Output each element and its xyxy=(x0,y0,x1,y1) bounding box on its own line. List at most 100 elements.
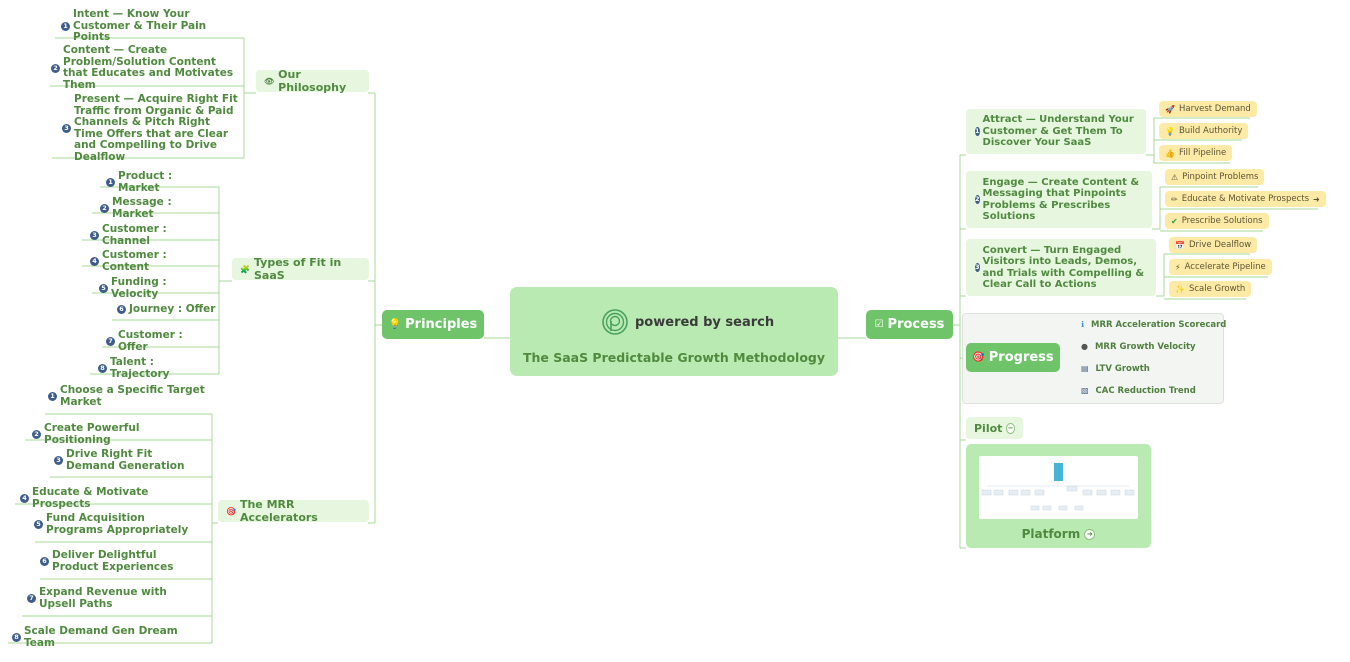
fit-item-text: Journey : Offer xyxy=(129,303,216,315)
process-node[interactable]: ☑ Process xyxy=(866,310,953,339)
fit-item-text: Funding : Velocity xyxy=(111,276,167,300)
progress-item[interactable]: ▤ LTV Growth xyxy=(1081,364,1150,374)
stage-attract[interactable]: 1 Attract — Understand Your Customer & G… xyxy=(966,109,1146,154)
tag-educate-motivate[interactable]: ✏ Educate & Motivate Prospects ➜ xyxy=(1165,191,1326,207)
thumbs-up-icon: 👍 xyxy=(1165,148,1175,158)
principles-node[interactable]: 💡 Principles xyxy=(382,310,484,339)
number-badge: 3 xyxy=(62,124,71,133)
mrr-item-text: Choose a Specific Target Market xyxy=(60,384,205,408)
tag-drive-dealflow[interactable]: 📅 Drive Dealflow xyxy=(1169,237,1258,253)
philosophy-item-text: Intent — Know Your Customer & Their Pain… xyxy=(73,8,207,43)
fit-item[interactable]: 4 Customer : Content xyxy=(90,249,216,273)
progress-item[interactable]: ▧ CAC Reduction Trend xyxy=(1081,386,1196,396)
fit-item-text: Customer : Offer xyxy=(118,329,183,353)
mrr-item-text: Scale Demand Gen Dream Team xyxy=(24,625,178,649)
our-philosophy-node[interactable]: 👁 Our Philosophy xyxy=(256,68,369,94)
tag-text: Prescribe Solutions xyxy=(1181,216,1263,226)
number-badge: 7 xyxy=(27,594,36,603)
collapse-toggle-icon[interactable]: − xyxy=(1006,422,1015,434)
central-title: The SaaS Predictable Growth Methodology xyxy=(522,350,826,365)
number-badge: 3 xyxy=(975,263,980,272)
mrr-item[interactable]: 1 Choose a Specific Target Market xyxy=(48,384,208,408)
progress-node[interactable]: 🎯 Progress xyxy=(966,343,1060,372)
tag-text: Drive Dealflow xyxy=(1188,240,1252,250)
mrr-item-text: Create Powerful Positioning xyxy=(44,422,140,446)
fit-item[interactable]: 2 Message : Market xyxy=(100,196,216,220)
link-arrow-icon[interactable]: ➜ xyxy=(1084,529,1096,540)
fit-item[interactable]: 7 Customer : Offer xyxy=(106,329,216,353)
fit-item[interactable]: 1 Product : Market xyxy=(106,170,216,194)
link-arrow-icon[interactable]: ➜ xyxy=(1313,194,1320,204)
info-icon: ℹ xyxy=(1081,320,1085,329)
tag-pinpoint-problems[interactable]: ⚠ Pinpoint Problems xyxy=(1165,169,1265,185)
lightbulb-icon: 💡 xyxy=(388,319,402,330)
mrr-item[interactable]: 5 Fund Acquisition Programs Appropriatel… xyxy=(34,512,204,536)
progress-item-text: MRR Growth Velocity xyxy=(1094,342,1196,352)
mrr-item[interactable]: 7 Expand Revenue with Upsell Paths xyxy=(27,586,202,610)
check-circle-icon: ✔ xyxy=(1171,216,1178,226)
number-badge: 1 xyxy=(61,21,70,31)
number-badge: 2 xyxy=(975,195,980,204)
number-badge: 5 xyxy=(99,284,108,293)
philosophy-item[interactable]: 3 Present — Acquire Right Fit Traffic fr… xyxy=(62,93,242,163)
philosophy-item[interactable]: 2 Content — Create Problem/Solution Cont… xyxy=(51,44,241,91)
tag-build-authority[interactable]: 💡 Build Authority xyxy=(1159,123,1249,139)
progress-item[interactable]: ℹ MRR Acceleration Scorecard xyxy=(1081,320,1226,330)
tag-text: Scale Growth xyxy=(1188,284,1246,294)
mrr-item[interactable]: 6 Deliver Delightful Product Experiences xyxy=(40,549,204,573)
tag-scale-growth[interactable]: ✨ Scale Growth xyxy=(1169,281,1252,297)
mrr-item[interactable]: 2 Create Powerful Positioning xyxy=(32,422,208,446)
stage-text: Attract — Understand Your Customer & Get… xyxy=(982,114,1134,149)
target-icon: 🎯 xyxy=(226,506,236,516)
tag-harvest-demand[interactable]: 🚀 Harvest Demand xyxy=(1159,101,1257,117)
fit-item[interactable]: 3 Customer : Channel xyxy=(90,223,216,247)
tag-text: Pinpoint Problems xyxy=(1182,172,1259,182)
stage-engage[interactable]: 2 Engage — Create Content & Messaging th… xyxy=(966,171,1152,228)
number-badge: 7 xyxy=(106,337,115,346)
number-badge: 8 xyxy=(98,364,107,373)
mrr-item[interactable]: 8 Scale Demand Gen Dream Team xyxy=(12,625,208,649)
fit-item-text: Message : Market xyxy=(112,196,172,220)
stage-convert[interactable]: 3 Convert — Turn Engaged Visitors into L… xyxy=(966,239,1156,296)
progress-item[interactable]: ● MRR Growth Velocity xyxy=(1081,342,1196,352)
mrr-item-text: Fund Acquisition Programs Appropriately xyxy=(46,512,189,536)
platform-label: Platform xyxy=(1021,527,1081,541)
number-badge: 2 xyxy=(32,430,41,439)
lightbulb-icon: 💡 xyxy=(1165,126,1175,136)
pilot-node[interactable]: Pilot − xyxy=(966,417,1023,439)
tag-fill-pipeline[interactable]: 👍 Fill Pipeline xyxy=(1159,145,1233,161)
tag-text: Educate & Motivate Prospects xyxy=(1181,194,1310,204)
lightning-icon: ⚡ xyxy=(1175,262,1181,272)
target-icon: 🎯 xyxy=(972,352,985,363)
types-of-fit-node[interactable]: 🧩 Types of Fit in SaaS xyxy=(232,256,369,282)
trend-icon: ▧ xyxy=(1081,386,1089,395)
mrr-item-text: Expand Revenue with Upsell Paths xyxy=(39,586,167,610)
checkbox-icon: ☑ xyxy=(874,319,884,330)
tag-prescribe-solutions[interactable]: ✔ Prescribe Solutions xyxy=(1165,213,1269,229)
mrr-item[interactable]: 3 Drive Right Fit Demand Generation xyxy=(54,448,204,472)
tag-accelerate-pipeline[interactable]: ⚡ Accelerate Pipeline xyxy=(1169,259,1272,275)
velocity-icon: ● xyxy=(1081,342,1088,351)
powered-by-search-logo-icon xyxy=(602,309,628,335)
fit-item-text: Product : Market xyxy=(118,170,173,194)
warning-icon: ⚠ xyxy=(1171,172,1179,182)
central-topic[interactable]: powered by search The SaaS Predictable G… xyxy=(510,287,838,376)
fit-item-text: Talent : Trajectory xyxy=(110,356,170,380)
mrr-item[interactable]: 4 Educate & Motivate Prospects xyxy=(20,486,208,510)
our-philosophy-label: Our Philosophy xyxy=(278,68,347,94)
rocket-icon: 🚀 xyxy=(1165,104,1175,114)
progress-label: Progress xyxy=(988,350,1054,365)
logo: powered by search xyxy=(602,309,774,335)
platform-thumbnail xyxy=(979,456,1138,519)
fit-item[interactable]: 8 Talent : Trajectory xyxy=(98,356,216,380)
fit-item[interactable]: 5 Funding : Velocity xyxy=(99,276,216,300)
tag-text: Build Authority xyxy=(1178,126,1243,136)
number-badge: 6 xyxy=(40,557,49,566)
philosophy-item[interactable]: 1 Intent — Know Your Customer & Their Pa… xyxy=(61,8,241,44)
mrr-accelerators-node[interactable]: 🎯 The MRR Accelerators xyxy=(218,498,369,524)
number-badge: 1 xyxy=(975,127,980,136)
process-label: Process xyxy=(887,317,945,332)
sparkle-icon: ✨ xyxy=(1175,284,1185,294)
platform-node[interactable]: Platform ➜ xyxy=(966,444,1151,548)
fit-item[interactable]: 6 Journey : Offer xyxy=(117,303,216,316)
